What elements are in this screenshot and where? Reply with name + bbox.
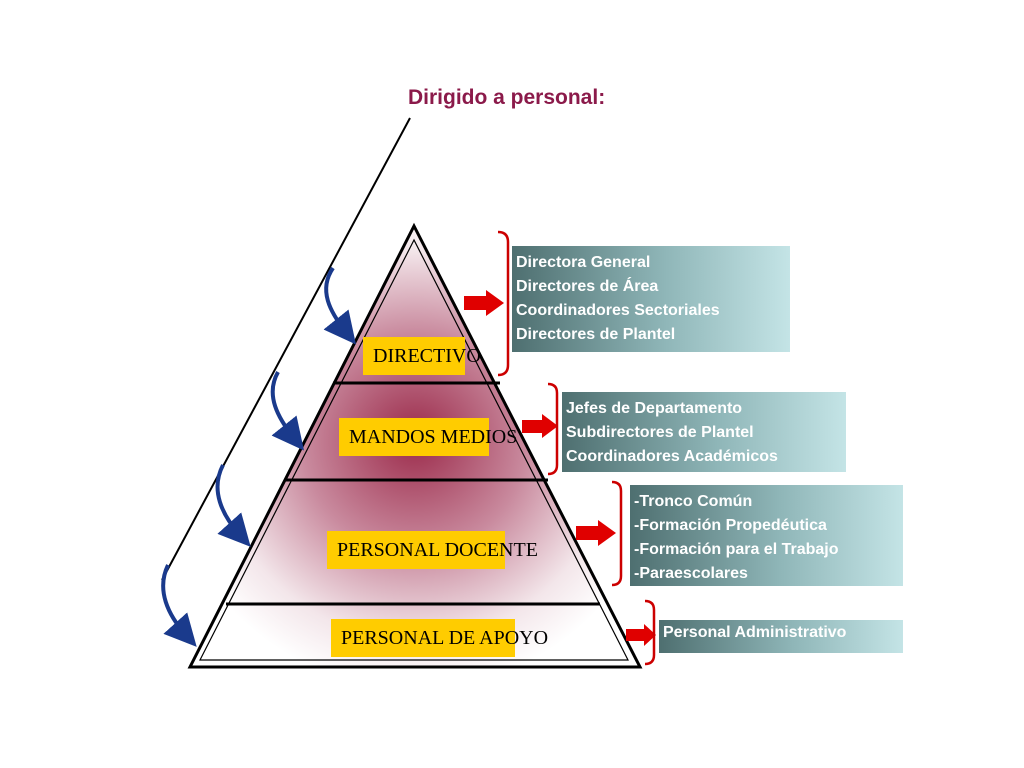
right-arrow-icon [464, 290, 504, 316]
level-label-text: DIRECTIVO [373, 345, 481, 367]
red-arrows [464, 290, 656, 646]
curved-arrow-icon [323, 266, 356, 345]
info-item: -Formación para el Trabajo [634, 541, 839, 558]
info-item: -Paraescolares [634, 565, 748, 582]
info-box-personal-apoyo: Personal Administrativo [659, 620, 903, 653]
right-arrow-icon [576, 520, 616, 546]
bracket-icon [611, 480, 623, 587]
bracket-icon [644, 599, 656, 666]
info-item: Coordinadores Académicos [566, 448, 778, 465]
level-label-personal-apoyo: PERSONAL DE APOYO [331, 619, 548, 657]
info-item: Personal Administrativo [663, 624, 847, 641]
level-label-mandos-medios: MANDOS MEDIOS [339, 418, 517, 456]
info-item: Directores de Plantel [516, 326, 676, 343]
level-label-directivo: DIRECTIVO [363, 337, 481, 375]
bracket-icon [497, 230, 510, 377]
info-box-personal-docente: -Tronco Común -Formación Propedéutica -F… [630, 485, 903, 586]
right-arrow-icon [626, 624, 656, 646]
info-item: -Formación Propedéutica [634, 517, 827, 534]
info-item: -Tronco Común [634, 493, 753, 510]
info-item: Jefes de Departamento [566, 400, 743, 417]
info-item: Coordinadores Sectoriales [516, 302, 720, 319]
curved-arrow-icon [270, 371, 304, 451]
info-item: Subdirectores de Plantel [566, 424, 754, 441]
curved-arrow-icon [215, 464, 251, 547]
info-item: Directora General [516, 254, 651, 271]
right-arrow-icon [522, 414, 558, 438]
info-item: Directores de Área [516, 278, 659, 295]
brackets [497, 230, 656, 666]
level-label-text: PERSONAL DOCENTE [337, 539, 538, 561]
level-label-text: MANDOS MEDIOS [349, 426, 518, 448]
level-label-text: PERSONAL DE APOYO [341, 627, 549, 649]
title-pointer-line [161, 117, 411, 581]
curved-arrows [161, 266, 356, 647]
page-title: Dirigido a personal: [408, 86, 606, 109]
curved-arrow-icon [161, 564, 197, 647]
pyramid-inner-outline [199, 238, 629, 661]
bracket-icon [547, 382, 559, 476]
info-box-mandos-medios: Jefes de Departamento Subdirectores de P… [562, 392, 846, 472]
info-box-directivo: Directora General Directores de Área Coo… [512, 246, 790, 352]
level-label-personal-docente: PERSONAL DOCENTE [327, 531, 538, 569]
